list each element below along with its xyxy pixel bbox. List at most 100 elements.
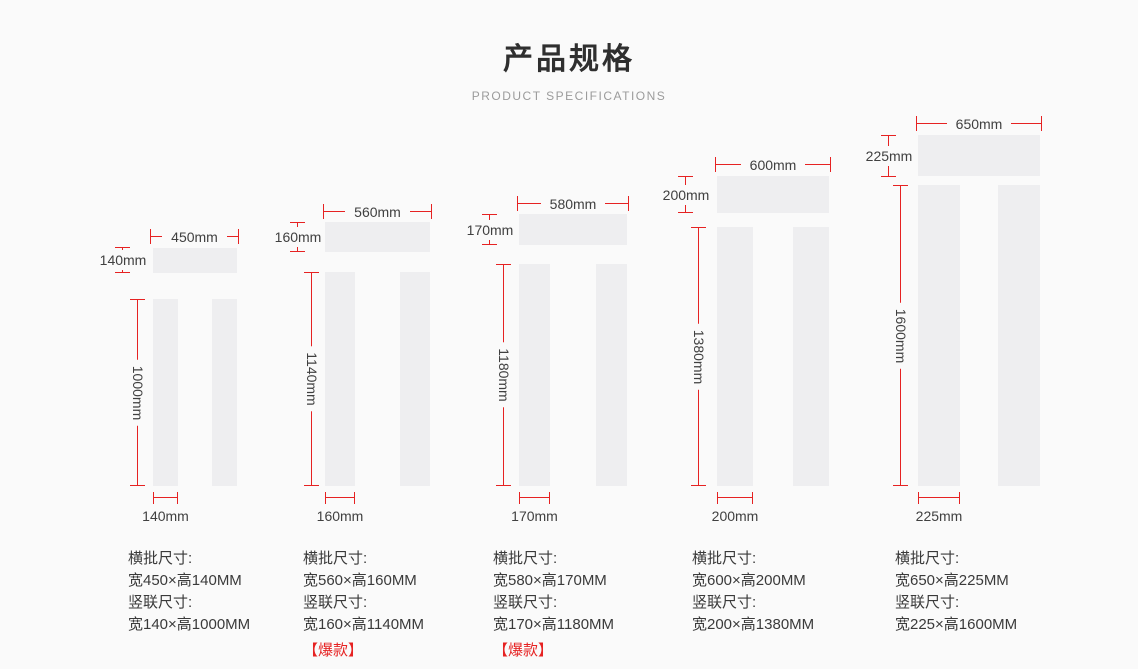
couplet-width-dimension: 170mm	[511, 492, 558, 524]
dimension-tick-icon	[715, 157, 716, 172]
dimension-line	[324, 211, 346, 212]
couplet-bar	[519, 264, 550, 486]
couplet-width-label: 225mm	[915, 508, 963, 524]
dimension-line	[716, 164, 741, 165]
spec-text-block: 横批尺寸: 宽650×高225MM 竖联尺寸: 宽225×高1600MM	[895, 548, 1017, 640]
banner-bar	[325, 222, 430, 252]
couplet-width-label: 140mm	[142, 508, 189, 524]
page-header: 产品规格 PRODUCT SPECIFICATIONS	[0, 34, 1138, 103]
banner-height-dimension: 160mm	[272, 222, 324, 252]
banner-spec-value: 宽450×高140MM	[128, 572, 242, 589]
dimension-tick-icon	[115, 272, 130, 273]
dimension-line	[1011, 123, 1041, 124]
spec-text-block: 横批尺寸: 宽560×高160MM 竖联尺寸: 宽160×高1140MM 【爆款…	[303, 548, 424, 662]
couplet-width-label: 200mm	[711, 508, 759, 524]
banner-bar	[153, 248, 237, 273]
couplet-height-dimension: 1180mm	[495, 264, 513, 486]
banner-spec-value: 宽650×高225MM	[895, 572, 1009, 589]
dimension-line	[805, 164, 830, 165]
banner-height-label: 160mm	[272, 227, 324, 247]
dimension-line	[918, 492, 960, 504]
couplet-bar	[325, 272, 355, 486]
couplet-height-label: 1600mm	[892, 302, 910, 369]
banner-bar	[519, 214, 627, 245]
couplet-height-dimension: 1380mm	[690, 227, 708, 486]
couplet-height-dimension: 1000mm	[129, 299, 147, 486]
couplet-width-dimension: 225mm	[915, 492, 963, 524]
couplet-spec-title: 竖联尺寸:	[493, 594, 558, 611]
banner-spec-value: 宽580×高170MM	[493, 572, 607, 589]
couplet-bar	[998, 185, 1040, 486]
spec-text-block: 横批尺寸: 宽450×高140MM 竖联尺寸: 宽140×高1000MM	[128, 548, 250, 640]
couplet-bar	[400, 272, 430, 486]
banner-height-label: 140mm	[97, 250, 149, 270]
couplet-height-dimension: 1600mm	[892, 185, 910, 486]
couplet-bar	[717, 227, 753, 486]
dimension-tick-icon	[323, 204, 324, 219]
banner-height-label: 200mm	[660, 184, 712, 205]
dimension-tick-icon	[150, 229, 151, 244]
couplet-width-label: 160mm	[316, 508, 364, 524]
banner-width-label: 580mm	[549, 195, 597, 212]
dimension-line	[325, 492, 355, 504]
dimension-tick-icon	[1041, 116, 1042, 131]
dimension-tick-icon	[496, 485, 511, 486]
banner-width-dimension: 580mm	[517, 195, 629, 212]
banner-bar	[918, 135, 1040, 176]
hot-item-badge: 【爆款】	[493, 642, 554, 659]
banner-width-dimension: 450mm	[150, 228, 239, 245]
banner-height-label: 170mm	[464, 219, 516, 240]
couplet-bar	[793, 227, 829, 486]
banner-width-label: 450mm	[171, 228, 218, 245]
dimension-tick-icon	[916, 116, 917, 131]
dimension-tick-icon	[130, 485, 145, 486]
couplet-bar	[596, 264, 627, 486]
couplet-height-label: 1380mm	[690, 323, 708, 390]
page-subtitle: PRODUCT SPECIFICATIONS	[471, 89, 667, 103]
banner-height-dimension: 170mm	[464, 214, 516, 245]
hot-item-badge: 【爆款】	[303, 642, 364, 659]
dimension-tick-icon	[304, 485, 319, 486]
couplet-spec-title: 竖联尺寸:	[128, 594, 193, 611]
banner-bar	[717, 176, 829, 213]
banner-width-dimension: 650mm	[916, 116, 1042, 132]
dimension-line	[409, 211, 431, 212]
couplet-spec-title: 竖联尺寸:	[692, 594, 757, 611]
couplet-width-label: 170mm	[511, 508, 558, 524]
banner-spec-title: 横批尺寸:	[493, 550, 558, 567]
dimension-line	[717, 492, 753, 504]
banner-height-dimension: 200mm	[660, 176, 712, 213]
dimension-line	[518, 203, 541, 204]
banner-width-dimension: 560mm	[323, 203, 432, 220]
banner-width-label: 560mm	[354, 203, 401, 220]
dimension-line	[519, 492, 550, 504]
dimension-line	[153, 492, 178, 504]
banner-width-label: 600mm	[749, 156, 797, 173]
dimension-line	[226, 236, 238, 237]
couplet-bar	[918, 185, 960, 486]
dimension-tick-icon	[517, 196, 518, 211]
couplet-spec-value: 宽200×高1380MM	[692, 616, 815, 633]
banner-spec-title: 横批尺寸:	[128, 550, 193, 567]
dimension-tick-icon	[893, 485, 908, 486]
banner-spec-value: 宽560×高160MM	[303, 572, 417, 589]
spec-text-block: 横批尺寸: 宽580×高170MM 竖联尺寸: 宽170×高1180MM 【爆款…	[493, 548, 614, 662]
couplet-height-label: 1140mm	[303, 346, 321, 412]
couplet-width-dimension: 160mm	[317, 492, 363, 524]
couplet-spec-value: 宽225×高1600MM	[895, 616, 1018, 633]
banner-height-dimension: 225mm	[863, 135, 915, 177]
dimension-tick-icon	[881, 176, 896, 177]
banner-spec-title: 横批尺寸:	[692, 550, 757, 567]
couplet-spec-title: 竖联尺寸:	[303, 594, 368, 611]
couplet-width-dimension: 140mm	[142, 492, 189, 524]
page-title: 产品规格	[503, 43, 635, 76]
dimension-line	[605, 203, 628, 204]
couplet-height-dimension: 1140mm	[303, 272, 321, 486]
dimension-tick-icon	[290, 251, 305, 252]
dimension-tick-icon	[482, 244, 497, 245]
banner-spec-title: 横批尺寸:	[303, 550, 368, 567]
couplet-spec-title: 竖联尺寸:	[895, 594, 960, 611]
dimension-tick-icon	[678, 212, 693, 213]
dimension-tick-icon	[691, 485, 706, 486]
